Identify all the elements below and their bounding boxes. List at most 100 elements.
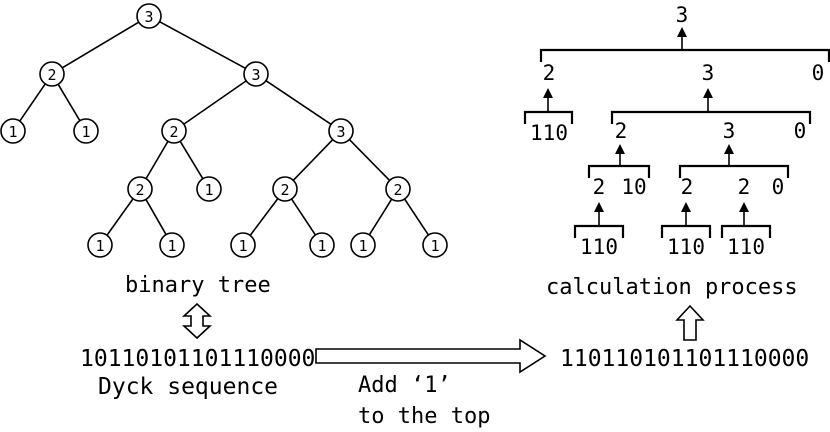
tree-node-n5: 2	[161, 118, 187, 144]
tree-node-circle	[159, 232, 185, 258]
tree-node-value: 3	[251, 66, 260, 84]
tree-node-n2: 3	[243, 61, 269, 87]
tree-node-value: 1	[358, 237, 367, 255]
calc-bar-level1	[539, 48, 830, 62]
tree-edge-n9-n13	[249, 198, 279, 236]
calc-l4-b: 110	[667, 235, 705, 259]
tree-node-circle	[39, 61, 65, 87]
tree-node-value: 3	[336, 123, 345, 141]
tree-edge-n6-n9	[292, 139, 334, 181]
tree-node-value: 3	[144, 8, 153, 26]
tree-node-n4: 1	[73, 118, 99, 144]
to-the-top-label: to the top	[358, 404, 490, 429]
calc-bar-l4-a	[573, 224, 625, 238]
tree-node-n8: 1	[196, 176, 222, 202]
tree-node-n1: 2	[39, 61, 65, 87]
calc-l2-right: 0	[794, 119, 807, 143]
tree-node-circle	[0, 118, 26, 144]
tree-node-value: 1	[95, 237, 104, 255]
calc-l3-c: 2	[681, 175, 694, 199]
calc-bar-l4-c	[720, 224, 772, 238]
dyck-sequence-value: 10110101101110000	[80, 346, 315, 372]
tree-edge-n2-n6	[265, 80, 332, 125]
tree-node-value: 1	[81, 123, 90, 141]
tree-node-circle	[309, 232, 335, 258]
tree-edges	[19, 21, 430, 236]
calc-l1-mid: 3	[702, 61, 715, 85]
calc-arrowhead-l3-a	[594, 202, 604, 212]
tree-node-n16: 1	[422, 232, 448, 258]
tree-edge-n10-n16	[403, 198, 430, 236]
tree-node-value: 1	[204, 181, 213, 199]
tree-node-n15: 1	[350, 232, 376, 258]
calc-l3-b: 10	[621, 175, 646, 199]
calc-l2-left: 110	[530, 121, 568, 145]
tree-edge-n6-n10	[348, 138, 391, 182]
calc-top-value: 3	[676, 3, 689, 27]
tree-node-value: 1	[167, 237, 176, 255]
tree-node-circle	[136, 3, 162, 29]
tree-node-n13: 1	[230, 232, 256, 258]
calc-arrowhead-l2-b	[724, 144, 734, 154]
calc-l1-right: 0	[812, 61, 825, 85]
tree-node-circle	[385, 176, 411, 202]
tree-node-circle	[350, 232, 376, 258]
tree-edge-n0-n2	[159, 21, 246, 69]
tree-node-value: 2	[393, 181, 402, 199]
calc-bar-l4-b	[660, 224, 712, 238]
tree-node-value: 1	[238, 237, 247, 255]
calc-arrowhead-l2-a	[615, 144, 625, 154]
calc-l1-left: 2	[543, 61, 556, 85]
tree-edge-n9-n14	[290, 198, 317, 236]
tree-node-n6: 3	[328, 118, 354, 144]
tree-edge-n2-n5	[183, 80, 247, 125]
tree-node-circle	[243, 61, 269, 87]
tree-edge-n5-n7	[145, 140, 169, 180]
tree-node-circle	[422, 232, 448, 258]
tree-node-value: 1	[317, 237, 326, 255]
tree-edge-n7-n12	[145, 199, 167, 235]
dyck-sequence-label: Dyck sequence	[98, 374, 278, 400]
tree-node-n9: 2	[272, 176, 298, 202]
calc-l3-d: 2	[738, 175, 751, 199]
add-one-label: Add ‘1’	[358, 373, 451, 398]
calc-arrowhead-l3-d	[739, 202, 749, 212]
calc-l3-a: 2	[593, 175, 606, 199]
tree-nodes: 3 2 3 1 1 2 3 2 1 2 2 1 1 1 1 1 1	[0, 3, 448, 258]
tree-node-n0: 3	[136, 3, 162, 29]
tree-node-circle	[127, 176, 153, 202]
calc-l4-c: 110	[727, 235, 765, 259]
calc-bar-l3-left	[587, 164, 651, 178]
tree-node-value: 2	[47, 66, 56, 84]
tree-node-n10: 2	[385, 176, 411, 202]
calc-l2-b: 3	[723, 119, 736, 143]
tree-node-circle	[196, 176, 222, 202]
calc-bar-l3-right	[678, 164, 790, 178]
calculation-process-label: calculation process	[546, 275, 798, 300]
tree-node-circle	[272, 176, 298, 202]
tree-edge-n5-n8	[179, 140, 204, 180]
tree-edge-n7-n11	[106, 198, 134, 236]
tree-edge-n1-n4	[57, 83, 81, 122]
tree-node-n14: 1	[309, 232, 335, 258]
result-sequence-value: 110110101101110000	[560, 346, 809, 372]
calc-l2-a: 2	[615, 119, 628, 143]
tree-node-value: 1	[8, 123, 17, 141]
tree-node-circle	[161, 118, 187, 144]
tree-node-value: 2	[135, 181, 144, 199]
right-arrow-icon	[315, 338, 547, 374]
binary-tree-label: binary tree	[125, 273, 271, 298]
calc-arrowhead-l3-c	[681, 202, 691, 212]
calc-arrowhead-l1-mid	[703, 88, 713, 98]
calc-l3-e: 0	[772, 175, 785, 199]
tree-node-value: 2	[280, 181, 289, 199]
tree-node-n11: 1	[87, 232, 113, 258]
tree-node-circle	[328, 118, 354, 144]
calc-bar-level2	[610, 110, 812, 124]
tree-node-circle	[230, 232, 256, 258]
tree-node-circle	[87, 232, 113, 258]
tree-node-circle	[73, 118, 99, 144]
calc-bar-l2-left	[523, 110, 574, 124]
